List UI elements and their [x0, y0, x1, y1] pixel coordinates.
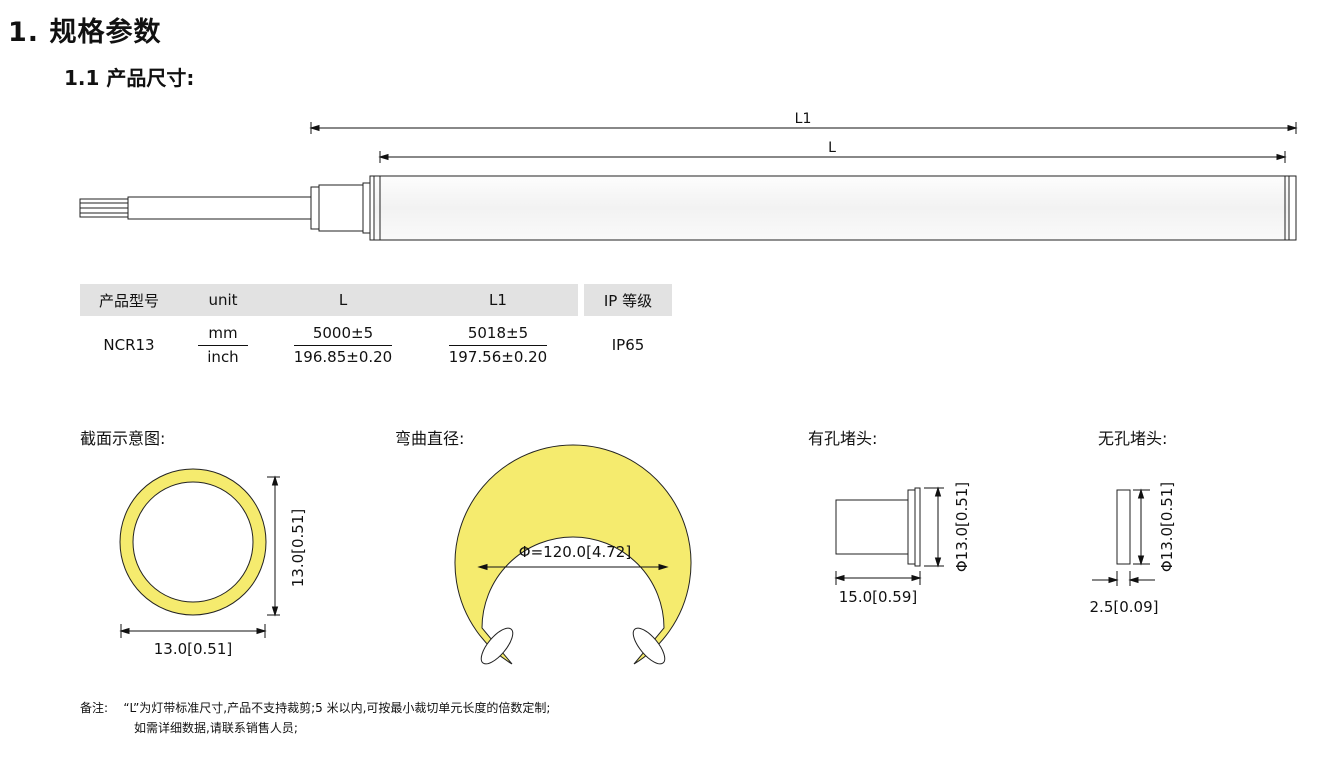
- l1-mm-value: 5018±5: [448, 324, 548, 346]
- strip-tube: [373, 175, 1297, 241]
- bend-diameter-value: Φ=120.0[4.72]: [519, 543, 631, 561]
- l-mm-value: 5000±5: [293, 324, 393, 346]
- header-ip: IP 等级: [584, 284, 672, 316]
- end-cap-no-hole-len-label: 2.5[0.09]: [1090, 598, 1159, 616]
- subsection-title: 1.1 产品尺寸:: [64, 66, 195, 90]
- cell-model: NCR13: [103, 336, 155, 354]
- power-cable: [79, 196, 312, 220]
- end-connector: [310, 175, 375, 241]
- l-label: L: [828, 140, 836, 156]
- product-drawing: L1 L: [79, 111, 1298, 241]
- header-l: L: [268, 284, 418, 316]
- section-title: 1. 规格参数: [8, 17, 162, 48]
- l1-label: L1: [795, 111, 812, 127]
- header-unit: unit: [178, 284, 268, 316]
- cross-section-height-dim: [267, 475, 280, 617]
- cross-section-label: 截面示意图:: [80, 429, 166, 448]
- end-cap-hole-len-dim: [834, 571, 922, 585]
- end-cap-hole-dia-dim: [924, 486, 944, 568]
- cross-section-height-label: 13.0[0.51]: [289, 509, 307, 588]
- header-model: 产品型号: [80, 284, 178, 316]
- l-dimension-line: [378, 151, 1287, 163]
- l1-dimension-line: [309, 122, 1298, 134]
- note-label: 备注:: [80, 701, 109, 715]
- bend-arc: [454, 444, 692, 665]
- note-line-1: “L”为灯带标准尺寸,产品不支持裁剪;5 米以内,可按最小裁切单元长度的倍数定制…: [123, 701, 551, 715]
- end-cap-no-hole-dia-dim: [1133, 488, 1150, 566]
- cross-section-width-label: 13.0[0.51]: [154, 640, 233, 658]
- end-cap-no-hole-label: 无孔堵头:: [1098, 429, 1168, 448]
- unit-inch: inch: [207, 347, 239, 366]
- l1-inch-value: 197.56±0.20: [448, 347, 548, 366]
- end-cap-no-hole-len-dim: [1092, 571, 1155, 586]
- cross-section-ring: [119, 468, 267, 616]
- note-line-2: 如需详细数据,请联系销售人员;: [134, 721, 298, 735]
- end-cap-hole-dia-label: Φ13.0[0.51]: [953, 482, 971, 572]
- bend-diameter-label: 弯曲直径:: [395, 429, 465, 448]
- cell-ip: IP65: [611, 336, 645, 354]
- bend-diameter-dim: [477, 563, 669, 571]
- end-cap-hole-len-label: 15.0[0.59]: [839, 588, 918, 606]
- header-l1: L1: [418, 284, 578, 316]
- end-cap-no-hole-drawing: [1116, 489, 1131, 565]
- spec-table-header: 产品型号 unit L L1 IP 等级: [80, 284, 672, 316]
- header-gap: [578, 284, 584, 316]
- l-inch-value: 196.85±0.20: [293, 347, 393, 366]
- unit-mm: mm: [198, 324, 248, 346]
- end-cap-hole-label: 有孔堵头:: [808, 429, 878, 448]
- bend-end-right: [632, 627, 666, 665]
- bend-end-left: [480, 627, 514, 665]
- note-block: 备注: “L”为灯带标准尺寸,产品不支持裁剪;5 米以内,可按最小裁切单元长度的…: [80, 698, 550, 738]
- end-cap-no-hole-dia-label: Φ13.0[0.51]: [1158, 482, 1176, 572]
- cross-section-width-dim: [119, 624, 267, 638]
- detail-drawings: 13.0[0.51] 13.0[0.51] Φ=120.0[4.72] Φ13.…: [119, 444, 1176, 665]
- end-cap-hole-drawing: [835, 487, 921, 567]
